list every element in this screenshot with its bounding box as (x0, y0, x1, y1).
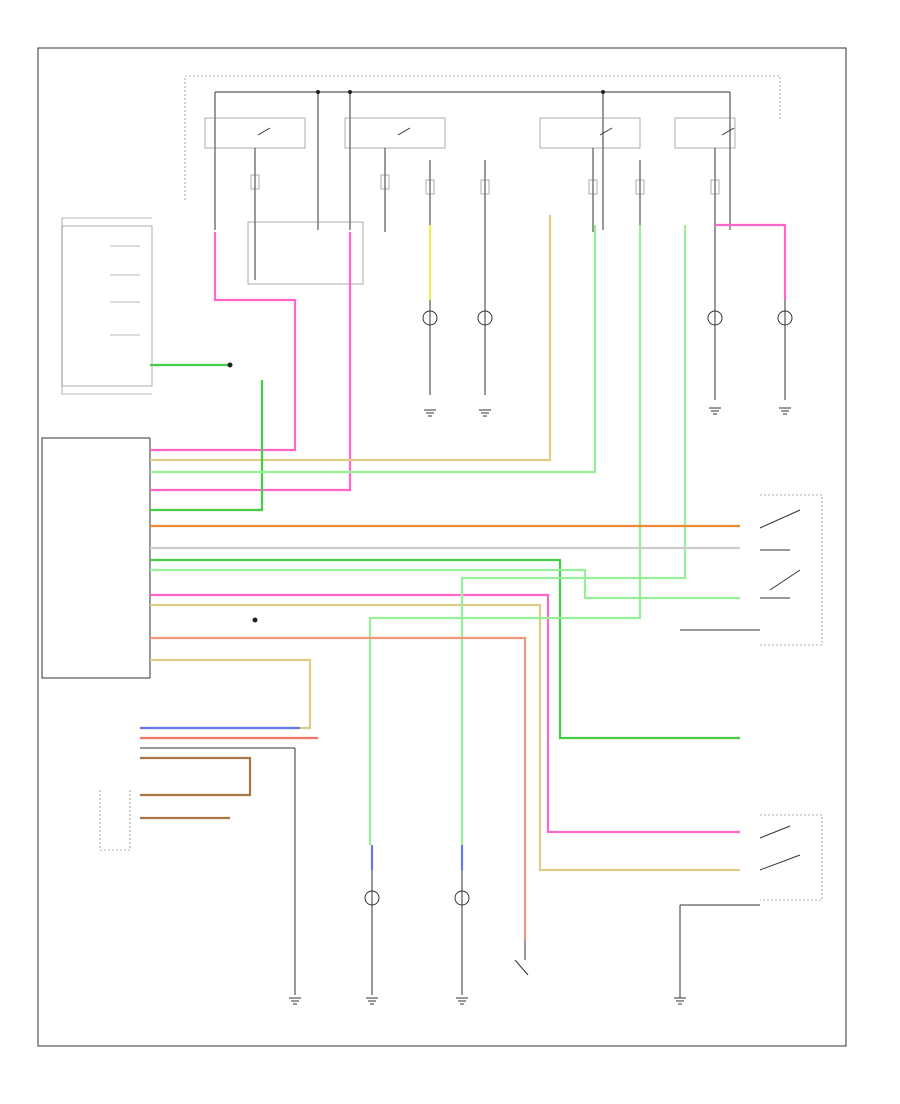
wire-pink-1 (150, 232, 297, 452)
wire-pink-4 (715, 223, 787, 300)
lamp-icon (777, 310, 793, 326)
wire-pink-2 (150, 232, 352, 492)
ground-icon (289, 997, 301, 1005)
wire-tan-3 (150, 658, 312, 730)
wire-lgreen-3 (150, 568, 740, 600)
ground-icon (709, 407, 721, 415)
lamp-icon (707, 310, 723, 326)
lamp-icon (454, 890, 470, 906)
ground-icon (779, 407, 791, 415)
splices (227, 90, 605, 623)
headlamp-switch (680, 494, 823, 646)
lamp-icon (364, 890, 380, 906)
wire-salmon (150, 636, 527, 940)
ground-icon (674, 997, 686, 1005)
ground-icon (479, 409, 491, 417)
turn-signal-switch (679, 814, 823, 998)
wire-tan-1 (150, 215, 552, 462)
wire-lgreen-1 (150, 225, 597, 474)
ground-icon (456, 997, 468, 1005)
fuse-block (184, 75, 781, 285)
lamp-icon (477, 310, 493, 326)
wires (140, 215, 787, 940)
wire-green-3 (150, 558, 740, 740)
wire-tan-2 (150, 603, 740, 872)
wire-lgreen-4 (460, 225, 687, 845)
grounds (289, 407, 791, 1005)
wire-lgreen-2 (368, 225, 642, 845)
wire-pink-3 (150, 593, 740, 834)
ground-icon (424, 409, 436, 417)
ground-icon (366, 997, 378, 1005)
instrument-cluster (61, 217, 153, 395)
wire-brown (140, 756, 252, 797)
diagram-frame (37, 47, 847, 1047)
body-control-module (41, 437, 151, 679)
wire-green-2 (150, 380, 264, 512)
turn-sensor (514, 940, 529, 976)
lamp-icon (422, 310, 438, 326)
lower-left-connector (99, 790, 131, 851)
lamps (364, 310, 793, 906)
